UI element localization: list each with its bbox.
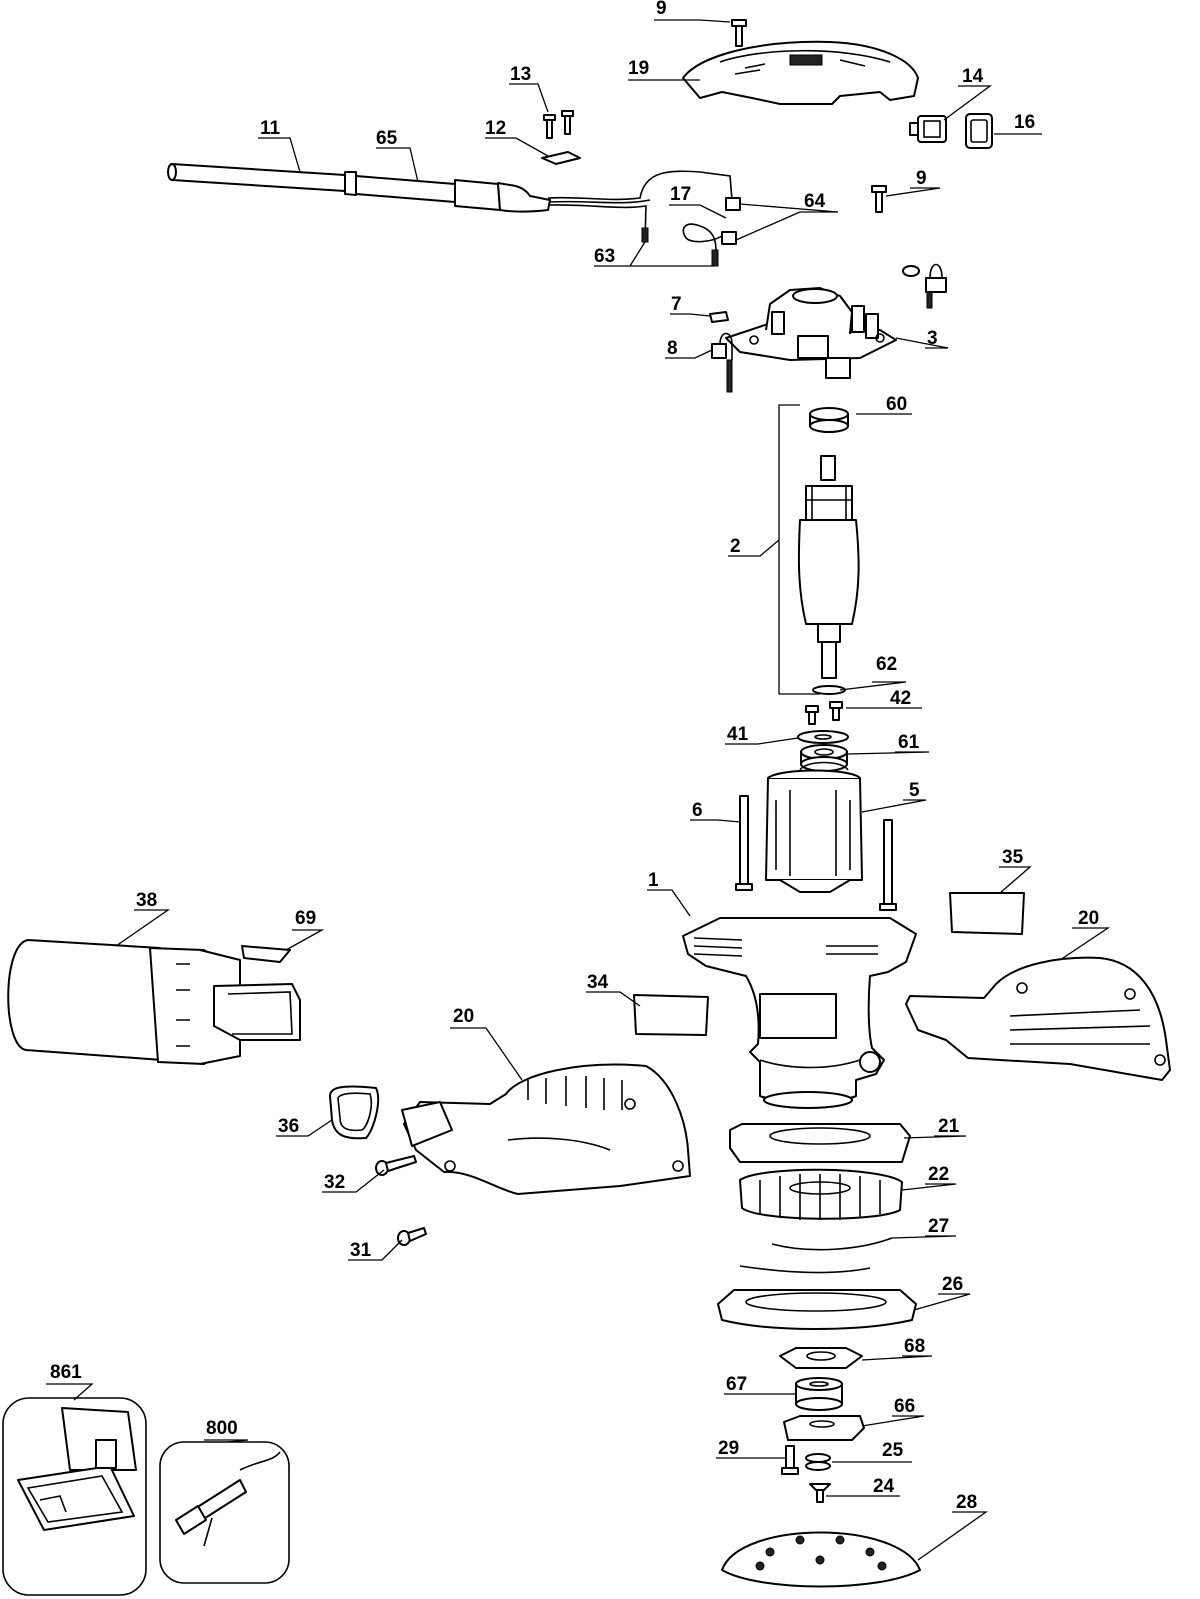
part-25-washer xyxy=(805,1453,831,1471)
callout-20-left: 20 xyxy=(453,1006,474,1027)
part-36-gasket xyxy=(329,1085,380,1140)
leader-lines xyxy=(46,19,1111,1561)
part-6-screw-left xyxy=(735,795,753,891)
callout-34: 34 xyxy=(587,972,609,993)
part-67-bearing xyxy=(795,1377,843,1411)
part-31-screw xyxy=(397,1227,427,1246)
callout-3: 3 xyxy=(927,328,938,349)
part-66-retainer xyxy=(783,1415,865,1441)
callout-32: 32 xyxy=(324,1172,345,1193)
part-3-brush-housing xyxy=(725,287,897,379)
callout-69: 69 xyxy=(295,908,316,929)
part-861-kit-box xyxy=(2,1397,147,1596)
part-35-label xyxy=(949,892,1025,935)
callout-19: 19 xyxy=(628,58,649,79)
part-61-bearing xyxy=(800,744,848,772)
part-29-screw xyxy=(781,1445,799,1475)
part-26-pad-plate xyxy=(717,1289,917,1330)
part-34-label xyxy=(633,994,709,1036)
callout-14: 14 xyxy=(962,66,984,87)
part-28-sanding-pad xyxy=(721,1531,921,1588)
callout-24: 24 xyxy=(873,1476,895,1497)
callout-6: 6 xyxy=(692,800,703,821)
part-20-housing-left xyxy=(401,1063,691,1195)
part-69-label xyxy=(241,945,291,963)
callout-11: 11 xyxy=(260,118,281,139)
part-8-brush-holder xyxy=(711,332,733,393)
callout-66: 66 xyxy=(894,1396,915,1417)
callout-21: 21 xyxy=(938,1116,960,1137)
callout-28: 28 xyxy=(956,1492,977,1513)
part-9-screw-top xyxy=(731,19,747,47)
callout-labels: 9 19 13 14 16 12 11 65 9 17 64 63 7 8 3 … xyxy=(50,0,1099,1513)
part-2-armature xyxy=(797,455,860,695)
callout-36: 36 xyxy=(278,1116,299,1137)
callout-861: 861 xyxy=(50,1362,82,1383)
part-41-washer xyxy=(797,730,849,744)
callout-64: 64 xyxy=(804,191,826,212)
callout-8: 8 xyxy=(667,338,678,359)
part-13-screws xyxy=(543,110,574,139)
part-12-cord-clamp xyxy=(541,151,581,165)
callout-42: 42 xyxy=(890,688,911,709)
callout-9-mid: 9 xyxy=(916,168,927,189)
part-16-switch-boot xyxy=(965,113,993,149)
callout-22: 22 xyxy=(928,1164,949,1185)
part-20-housing-right xyxy=(905,956,1171,1081)
callout-31: 31 xyxy=(350,1240,372,1261)
callout-67: 67 xyxy=(726,1374,747,1395)
part-6-screw-right xyxy=(879,819,897,911)
part-brush-holder-right xyxy=(902,263,947,309)
callout-61: 61 xyxy=(898,732,920,753)
callout-38: 38 xyxy=(136,890,157,911)
armature-bracket xyxy=(778,404,820,695)
part-27-seal xyxy=(739,1237,893,1274)
callout-68: 68 xyxy=(904,1336,925,1357)
part-5-field xyxy=(765,761,863,893)
callout-16: 16 xyxy=(1014,112,1035,133)
part-38-dust-container xyxy=(7,939,301,1065)
callout-5: 5 xyxy=(909,780,920,801)
callout-17: 17 xyxy=(670,184,691,205)
part-19-top-cover xyxy=(682,40,919,105)
part-17-wire xyxy=(682,223,737,267)
part-24-screw xyxy=(809,1483,831,1503)
part-7-brush xyxy=(709,311,729,323)
callout-27: 27 xyxy=(928,1216,949,1237)
part-60-bearing xyxy=(809,407,849,433)
callout-12: 12 xyxy=(485,118,506,139)
callout-1: 1 xyxy=(648,870,659,891)
part-9-screw-mid xyxy=(871,185,887,213)
part-42-screws xyxy=(805,701,843,725)
part-22-fan xyxy=(739,1168,903,1220)
callout-20-right: 20 xyxy=(1078,908,1099,929)
part-68-nut xyxy=(779,1347,863,1369)
part-800-adapter xyxy=(159,1441,290,1584)
part-32-screw xyxy=(375,1155,417,1176)
callout-25: 25 xyxy=(882,1440,904,1461)
callout-800: 800 xyxy=(206,1418,238,1439)
part-11-cord-and-65-strain-relief xyxy=(167,163,741,243)
callout-60: 60 xyxy=(886,394,907,415)
callout-7: 7 xyxy=(671,294,682,315)
callout-41: 41 xyxy=(727,724,749,745)
callout-2: 2 xyxy=(730,536,741,557)
callout-65: 65 xyxy=(376,128,398,149)
callout-63: 63 xyxy=(594,246,615,267)
callout-35: 35 xyxy=(1002,847,1024,868)
part-14-switch xyxy=(909,115,947,143)
part-21-ring xyxy=(729,1123,911,1163)
part-1-motor-housing xyxy=(682,917,917,1109)
callout-62: 62 xyxy=(876,654,897,675)
callout-13: 13 xyxy=(510,64,531,85)
callout-26: 26 xyxy=(942,1274,963,1295)
callout-29: 29 xyxy=(718,1438,739,1459)
callout-9-top: 9 xyxy=(656,0,667,19)
